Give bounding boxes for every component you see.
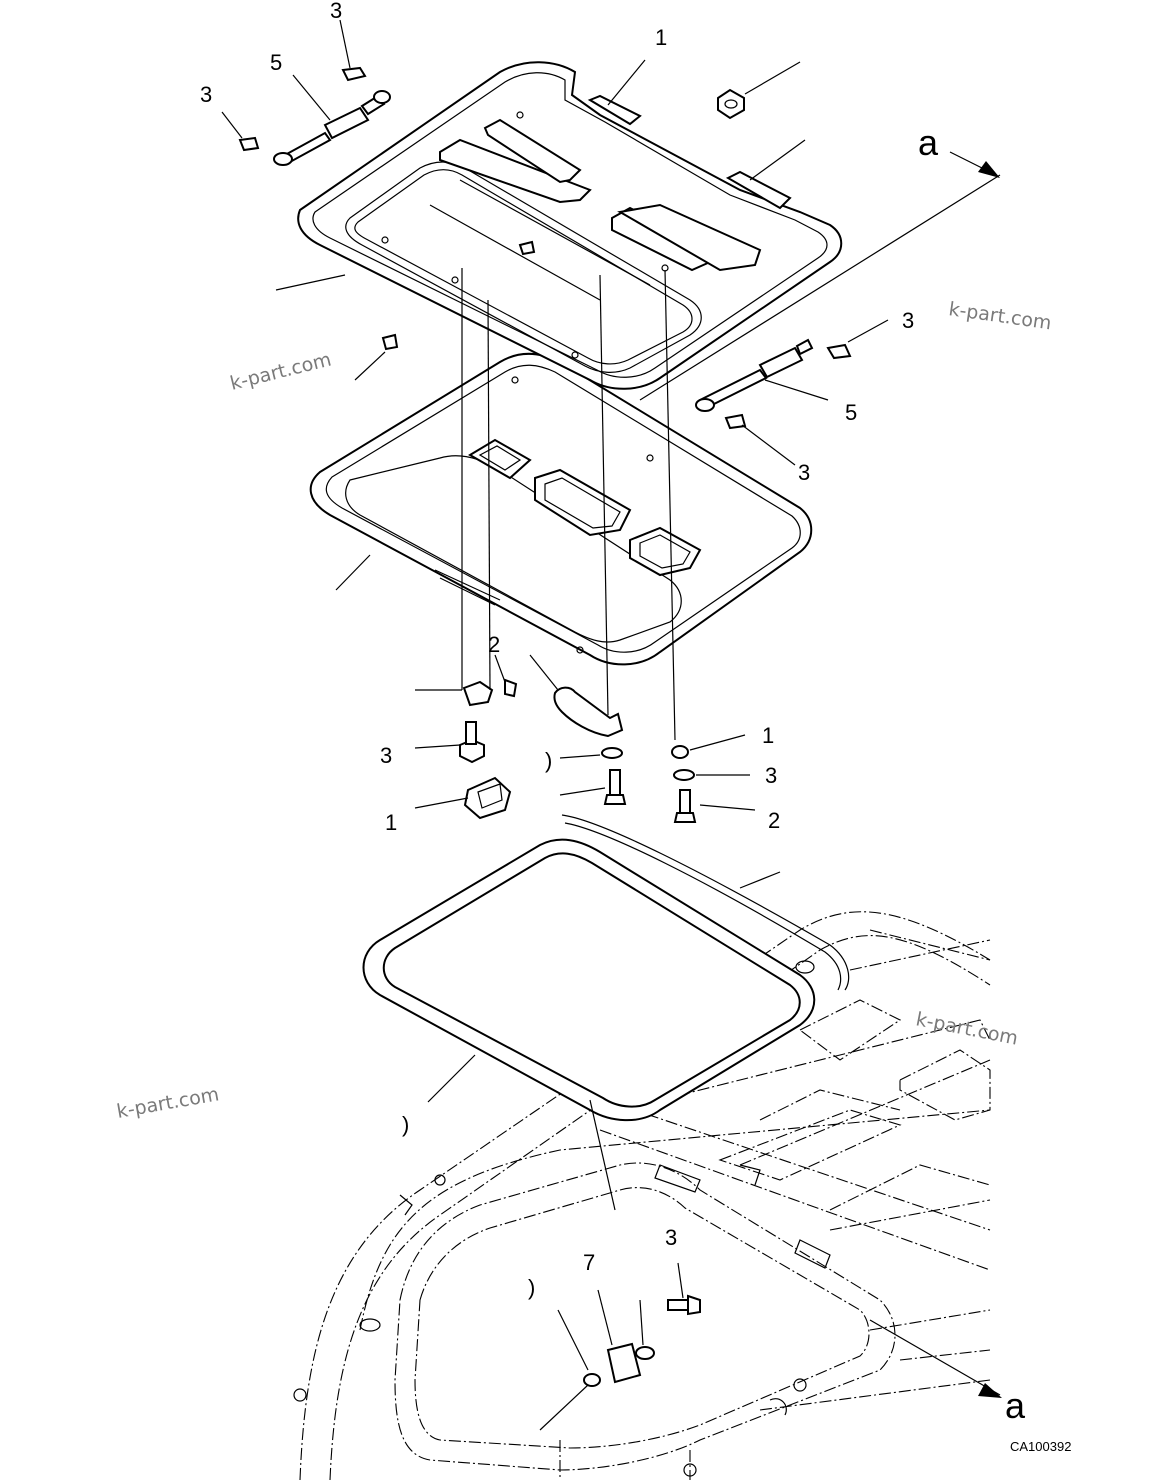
latch-assembly xyxy=(462,678,518,707)
gas-strut-left xyxy=(273,90,391,166)
callout-8: 2 xyxy=(488,632,500,657)
leader-lines xyxy=(221,19,889,1431)
callout-12: 3 xyxy=(765,763,777,788)
retaining-clips xyxy=(238,66,852,430)
callout-17: 7 xyxy=(583,1250,595,1275)
flange-nut xyxy=(717,88,745,120)
callout-14: 2 xyxy=(768,808,780,833)
figure-code: CA100392 xyxy=(1010,1439,1071,1454)
watermark-4: k-part.com xyxy=(115,1083,221,1123)
cab-roof-frame xyxy=(293,911,991,1481)
callout-13: 1 xyxy=(385,810,397,835)
view-label-a-bottom: a xyxy=(1005,1385,1026,1426)
watermark-3: k-part.com xyxy=(914,1008,1020,1049)
callout-18: 3 xyxy=(665,1225,677,1250)
hatch-outer-cover xyxy=(297,61,843,390)
callout-16: ) xyxy=(528,1275,535,1300)
callout-2: 5 xyxy=(270,50,282,75)
callout-10: ) xyxy=(545,748,552,773)
weather-strip xyxy=(561,814,850,991)
callout-1: 3 xyxy=(330,0,342,23)
callout-15: ) xyxy=(402,1112,409,1137)
view-label-a-top: a xyxy=(918,122,939,163)
callout-9: 3 xyxy=(380,743,392,768)
view-arrow-bottom xyxy=(978,1383,1002,1398)
bottom-hardware xyxy=(583,1294,701,1387)
callout-7: 3 xyxy=(798,460,810,485)
gas-strut-right xyxy=(695,338,814,412)
bolts-washers xyxy=(459,721,697,823)
callout-4: 1 xyxy=(655,25,667,50)
watermark-2: k-part.com xyxy=(228,348,334,394)
callout-5: 3 xyxy=(902,308,914,333)
callout-6: 5 xyxy=(845,400,857,425)
hatch-seal-frame xyxy=(362,838,816,1122)
grab-handle xyxy=(553,686,624,738)
hatch-inner-panel xyxy=(309,352,813,666)
view-arrow-top xyxy=(949,151,1000,178)
callout-3: 3 xyxy=(200,82,212,107)
watermark-1: k-part.com xyxy=(947,298,1053,334)
callout-11: 1 xyxy=(762,723,774,748)
alignment-lines xyxy=(461,174,1001,1396)
hinge-bracket xyxy=(463,776,512,820)
